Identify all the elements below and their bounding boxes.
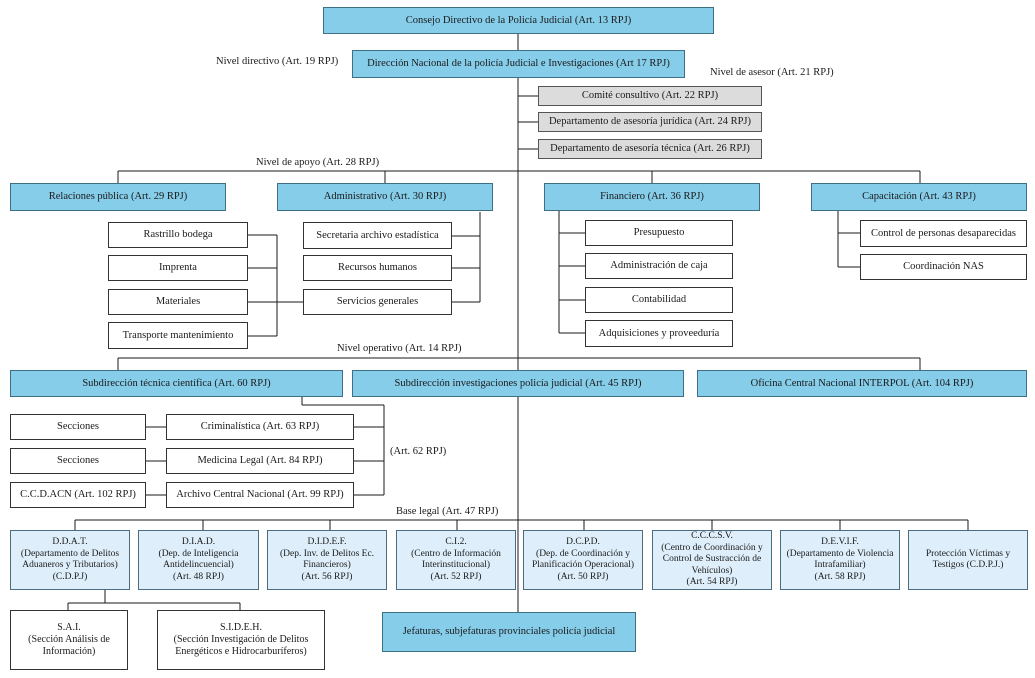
recursos-humanos-label: Recursos humanos <box>337 262 418 273</box>
subdireccion-investigaciones-label: Subdirección investigaciones policía jud… <box>394 377 642 389</box>
unit-ddat-label: D.D.A.T. (Departamento de Delitos Aduane… <box>20 537 120 582</box>
unit-proteccion-box: Protección Víctimas y Testigos (C.D.P.J.… <box>908 530 1028 590</box>
asesoria-tecnica-box: Departamento de asesoría técnica (Art. 2… <box>538 139 762 159</box>
medicina-legal-box: Medicina Legal (Art. 84 RPJ) <box>166 448 354 474</box>
comite-consultivo-box: Comité consultivo (Art. 22 RPJ) <box>538 86 762 106</box>
sideh-label: S.I.D.E.H. (Sección Investigación de Del… <box>173 622 309 657</box>
contabilidad-label: Contabilidad <box>631 294 687 305</box>
coordinacion-nas-box: Coordinación NAS <box>860 254 1027 280</box>
recursos-humanos-box: Recursos humanos <box>303 255 452 281</box>
nivel-apoyo-label: Nivel de apoyo (Art. 28 RPJ) <box>256 157 380 168</box>
archivo-central-label: Archivo Central Nacional (Art. 99 RPJ) <box>176 489 344 500</box>
secciones-box-2: Secciones <box>10 448 146 474</box>
administrativo-box: Administrativo (Art. 30 RPJ) <box>277 183 493 211</box>
asesoria-juridica-box: Departamento de asesoría jurídica (Art. … <box>538 112 762 132</box>
unit-dcpd-label: D.C.P.D. (Dep. de Coordinación y Planifi… <box>531 537 635 582</box>
criminalistica-label: Criminalística (Art. 63 RPJ) <box>200 421 320 432</box>
rastrillo-bodega-label: Rastrillo bodega <box>143 229 213 240</box>
relaciones-publica-box: Relaciones pública (Art. 29 RPJ) <box>10 183 226 211</box>
consejo-directivo-box: Consejo Directivo de la Policía Judicial… <box>323 7 714 34</box>
secciones-label-2: Secciones <box>57 455 99 466</box>
secretaria-archivo-box: Secretaria archivo estadística <box>303 222 452 249</box>
interpol-box: Oficina Central Nacional INTERPOL (Art. … <box>697 370 1027 397</box>
sai-label: S.A.I. (Sección Análisis de Información) <box>28 622 110 657</box>
nivel-asesor-label: Nivel de asesor (Art. 21 RPJ) <box>710 67 834 78</box>
secciones-label-1: Secciones <box>57 421 99 432</box>
contabilidad-box: Contabilidad <box>585 287 733 313</box>
unit-cccsv-box: C.C.C.S.V. (Centro de Coordinación y Con… <box>652 530 772 590</box>
secciones-box-1: Secciones <box>10 414 146 440</box>
unit-ci2-box: C.I.2. (Centro de Información Interinsti… <box>396 530 516 590</box>
unit-ddat-box: D.D.A.T. (Departamento de Delitos Aduane… <box>10 530 130 590</box>
base-legal-label: Base legal (Art. 47 RPJ) <box>396 506 499 517</box>
unit-dcpd-box: D.C.P.D. (Dep. de Coordinación y Planifi… <box>523 530 643 590</box>
administrativo-label: Administrativo (Art. 30 RPJ) <box>323 191 447 202</box>
unit-diad-box: D.I.A.D. (Dep. de Inteligencia Antidelin… <box>138 530 259 590</box>
asesoria-tecnica-label: Departamento de asesoría técnica (Art. 2… <box>550 143 750 154</box>
servicios-generales-box: Servicios generales <box>303 289 452 315</box>
ccd-acn-box: C.C.D.ACN (Art. 102 RPJ) <box>10 482 146 508</box>
unit-devif-box: D.E.V.I.F. (Departamento de Violencia In… <box>780 530 900 590</box>
capacitacion-box: Capacitación (Art. 43 RPJ) <box>811 183 1027 211</box>
capacitacion-label: Capacitación (Art. 43 RPJ) <box>862 191 976 202</box>
unit-ci2-label: C.I.2. (Centro de Información Interinsti… <box>411 537 501 582</box>
adquisiciones-box: Adquisiciones y proveeduría <box>585 320 733 347</box>
criminalistica-box: Criminalística (Art. 63 RPJ) <box>166 414 354 440</box>
control-personas-label: Control de personas desaparecidas <box>871 227 1016 239</box>
asesoria-juridica-label: Departamento de asesoría jurídica (Art. … <box>548 116 752 127</box>
archivo-central-box: Archivo Central Nacional (Art. 99 RPJ) <box>166 482 354 508</box>
unit-didef-box: D.I.D.E.F. (Dep. Inv. de Delitos Ec. Fin… <box>267 530 387 590</box>
comite-consultivo-label: Comité consultivo (Art. 22 RPJ) <box>581 90 719 101</box>
nivel-operativo-label: Nivel operativo (Art. 14 RPJ) <box>337 343 462 354</box>
transporte-mantenimiento-box: Transporte mantenimiento <box>108 322 248 349</box>
transporte-mantenimiento-label: Transporte mantenimiento <box>122 329 234 341</box>
presupuesto-box: Presupuesto <box>585 220 733 246</box>
interpol-label: Oficina Central Nacional INTERPOL (Art. … <box>750 377 974 389</box>
sideh-box: S.I.D.E.H. (Sección Investigación de Del… <box>157 610 325 670</box>
ccd-acn-label: C.C.D.ACN (Art. 102 RPJ) <box>20 489 136 500</box>
control-personas-box: Control de personas desaparecidas <box>860 220 1027 247</box>
relaciones-publica-label: Relaciones pública (Art. 29 RPJ) <box>48 191 188 202</box>
subdireccion-tecnica-box: Subdirección técnica científica (Art. 60… <box>10 370 343 397</box>
imprenta-label: Imprenta <box>159 262 197 273</box>
secretaria-archivo-label: Secretaria archivo estadística <box>316 229 439 241</box>
medicina-legal-label: Medicina Legal (Art. 84 RPJ) <box>197 455 323 466</box>
direccion-nacional-label: Dirección Nacional de la policía Judicia… <box>367 58 670 69</box>
servicios-generales-label: Servicios generales <box>336 296 419 307</box>
unit-proteccion-label: Protección Víctimas y Testigos (C.D.P.J.… <box>925 548 1011 571</box>
unit-devif-label: D.E.V.I.F. (Departamento de Violencia In… <box>786 537 894 582</box>
nivel-directivo-label: Nivel directivo (Art. 19 RPJ) <box>216 56 339 67</box>
jefaturas-label: Jefaturas, subjefaturas provinciales pol… <box>402 626 616 637</box>
direccion-nacional-box: Dirección Nacional de la policía Judicia… <box>352 50 685 78</box>
financiero-label: Financiero (Art. 36 RPJ) <box>600 191 704 202</box>
materiales-box: Materiales <box>108 289 248 315</box>
imprenta-box: Imprenta <box>108 255 248 281</box>
subdireccion-investigaciones-box: Subdirección investigaciones policía jud… <box>352 370 684 397</box>
subdireccion-tecnica-label: Subdirección técnica científica (Art. 60… <box>82 377 271 389</box>
unit-didef-label: D.I.D.E.F. (Dep. Inv. de Delitos Ec. Fin… <box>279 537 375 582</box>
coordinacion-nas-label: Coordinación NAS <box>903 261 984 272</box>
materiales-label: Materiales <box>155 296 201 307</box>
unit-cccsv-label: C.C.C.S.V. (Centro de Coordinación y Con… <box>661 531 763 588</box>
jefaturas-box: Jefaturas, subjefaturas provinciales pol… <box>382 612 636 652</box>
art-62-label: (Art. 62 RPJ) <box>390 446 447 457</box>
unit-diad-label: D.I.A.D. (Dep. de Inteligencia Antidelin… <box>158 537 239 582</box>
sai-box: S.A.I. (Sección Análisis de Información) <box>10 610 128 670</box>
presupuesto-label: Presupuesto <box>633 227 685 238</box>
administracion-caja-label: Administración de caja <box>610 260 708 271</box>
adquisiciones-label: Adquisiciones y proveeduría <box>598 327 720 339</box>
administracion-caja-box: Administración de caja <box>585 253 733 279</box>
rastrillo-bodega-box: Rastrillo bodega <box>108 222 248 248</box>
consejo-directivo-label: Consejo Directivo de la Policía Judicial… <box>405 14 632 26</box>
financiero-box: Financiero (Art. 36 RPJ) <box>544 183 760 211</box>
